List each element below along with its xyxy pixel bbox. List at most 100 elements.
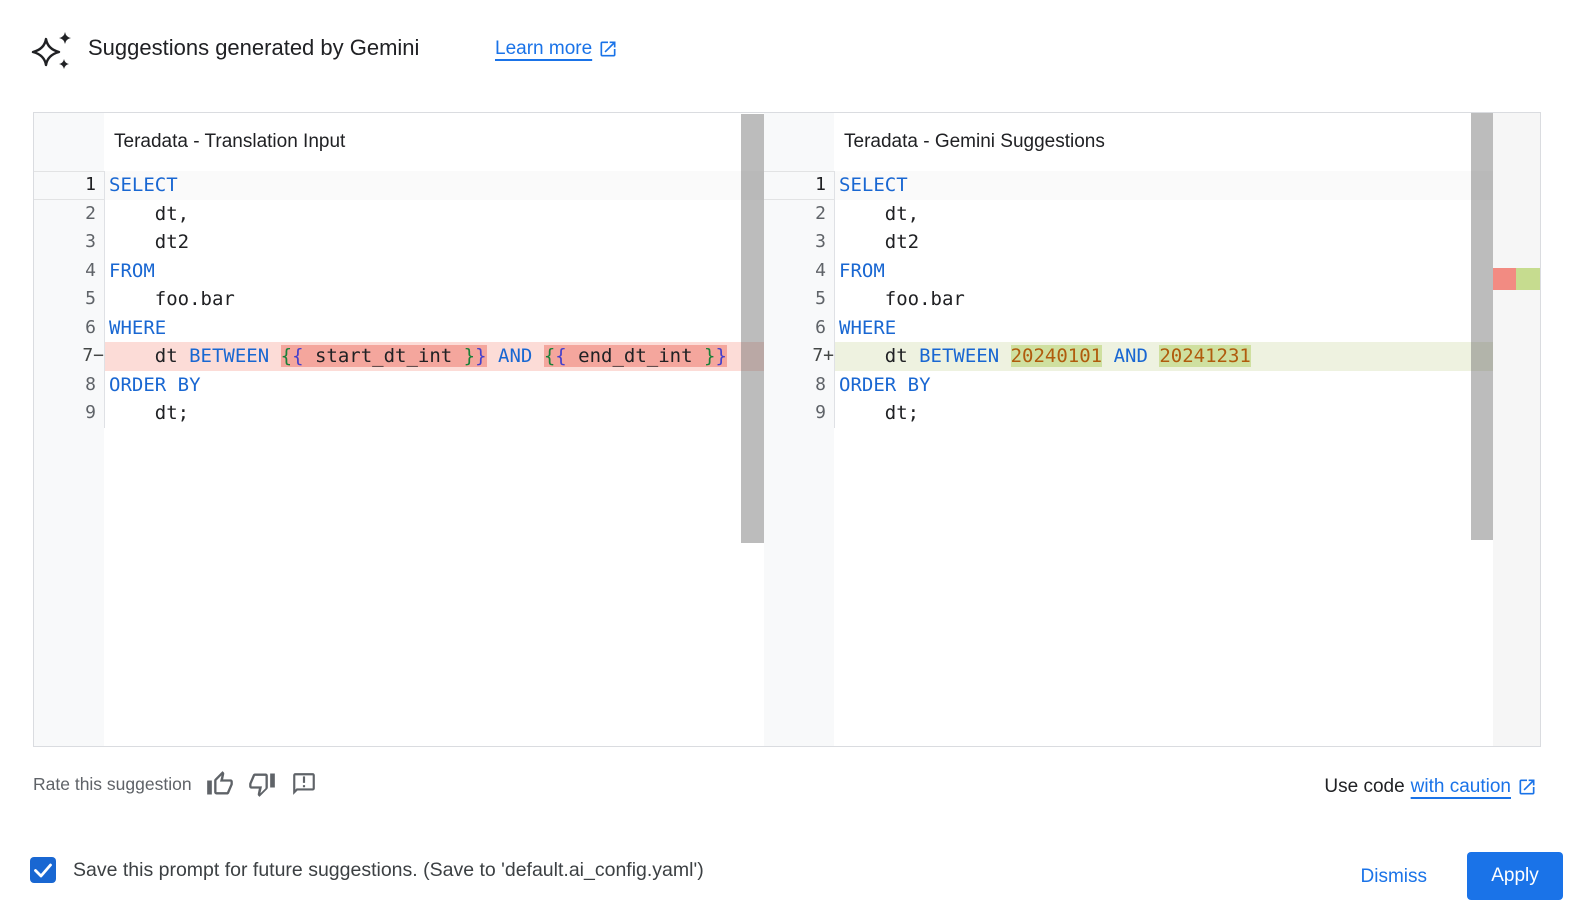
code-line: 2 dt, [764,199,1493,228]
feedback-icon-button[interactable] [290,770,318,798]
code-text[interactable]: dt BETWEEN {{ start_dt_int }} AND {{ end… [104,342,764,371]
code-text[interactable]: SELECT [834,171,1493,200]
code-text[interactable]: dt; [834,399,1493,428]
code-text[interactable]: dt BETWEEN 20240101 AND 20241231 [834,342,1493,371]
open-in-new-icon [1517,777,1537,797]
code-line: 6 WHERE [764,313,1493,342]
with-caution-link[interactable]: with caution [1410,776,1511,797]
code-line: 5 foo.bar [764,285,1493,314]
line-number: 3 [85,231,96,252]
code-text[interactable]: foo.bar [834,285,1493,314]
code-text[interactable]: FROM [104,256,764,285]
left-gutter [34,113,104,746]
right-scrollbar-thumb[interactable] [1471,113,1493,540]
line-number: 9 [815,402,826,423]
code-line: 8 ORDER BY [764,370,1493,399]
sql-text: foo.bar [839,288,965,310]
code-line-removed: 7− dt BETWEEN {{ start_dt_int }} AND {{ … [34,342,764,371]
sql-text: dt2 [109,231,190,253]
code-line: 5 foo.bar [34,285,764,314]
right-gutter [764,113,834,746]
line-number: 2 [85,202,96,224]
learn-more-link[interactable]: Learn more [495,34,618,64]
code-text[interactable]: dt; [104,399,764,428]
code-text[interactable]: WHERE [104,313,764,342]
check-icon [30,857,56,883]
brace: { [555,345,567,367]
code-line: 1 SELECT [34,171,764,200]
brace: } [704,345,716,367]
save-prompt-row: Save this prompt for future suggestions.… [30,855,704,885]
code-line: 3 dt2 [34,228,764,257]
diff-overview-ruler[interactable] [1493,113,1540,746]
sql-keyword: AND [498,345,533,367]
brace: { [543,345,556,367]
sql-text [487,345,498,367]
sql-keyword: ORDER BY [839,373,931,396]
code-text[interactable]: SELECT [104,171,764,200]
code-line: 3 dt2 [764,228,1493,257]
line-number: 7+ [812,345,834,366]
code-text[interactable]: dt, [104,199,764,228]
sql-text [999,345,1010,367]
line-number: 6 [85,316,96,338]
line-number: 1 [85,174,96,195]
line-number: 1 [815,174,826,195]
line-number: 4 [85,259,96,281]
sql-text [1102,345,1113,367]
rate-suggestion-row: Rate this suggestion [33,768,318,800]
panel-translation-input: Teradata - Translation Input 1 SELECT 2 … [34,113,764,746]
sql-keyword: WHERE [109,316,167,339]
sql-keyword: WHERE [839,316,897,339]
thumb-down-button[interactable] [248,770,276,798]
sql-keyword: FROM [839,259,885,282]
line-number: 3 [815,231,826,252]
sql-keyword: SELECT [109,174,178,196]
added-word-highlight: 20241231 [1159,345,1251,367]
line-number: 5 [85,288,96,309]
sql-keyword: BETWEEN [919,345,1000,367]
sql-keyword: BETWEEN [189,345,270,367]
sql-text: dt [839,345,920,367]
brace: } [715,345,727,367]
code-line: 4 FROM [764,256,1493,285]
left-panel-title: Teradata - Translation Input [114,131,346,152]
sql-text: foo.bar [109,288,235,310]
code-text[interactable]: dt2 [104,228,764,257]
sql-text: dt; [109,402,190,424]
use-code-caution: Use code with caution [1324,772,1537,802]
save-prompt-checkbox[interactable] [30,857,56,883]
sql-text: dt; [839,402,920,424]
code-line: 9 dt; [764,399,1493,428]
code-line-added: 7+ dt BETWEEN 20240101 AND 20241231 [764,342,1493,371]
ruler-added-marker [1516,268,1540,290]
code-text[interactable]: WHERE [834,313,1493,342]
use-code-prefix: Use code [1324,776,1405,797]
code-line: 2 dt, [34,199,764,228]
panel-gemini-suggestions: Teradata - Gemini Suggestions 1 SELECT 2… [764,113,1540,746]
dismiss-button[interactable]: Dismiss [1355,859,1434,895]
code-text[interactable]: foo.bar [104,285,764,314]
code-text[interactable]: FROM [834,256,1493,285]
line-number: 6 [815,316,826,338]
brace: { [292,345,304,367]
line-number: 8 [85,373,96,395]
line-number: 8 [815,373,826,395]
sql-number: 20241231 [1159,345,1251,367]
sql-text: end_dt_int [566,345,704,367]
code-line: 1 SELECT [764,171,1493,200]
code-text[interactable]: dt2 [834,228,1493,257]
rate-label: Rate this suggestion [33,774,192,794]
sql-text [532,345,543,367]
sql-keyword: SELECT [839,174,908,196]
code-text[interactable]: ORDER BY [834,370,1493,399]
sql-text: dt [109,345,190,367]
code-text[interactable]: ORDER BY [104,370,764,399]
apply-button[interactable]: Apply [1467,852,1563,900]
removed-word-highlight: {{ end_dt_int }} [543,345,727,367]
code-text[interactable]: dt, [834,199,1493,228]
page-title: Suggestions generated by Gemini [88,35,420,60]
sql-text: dt, [839,202,920,225]
thumb-up-button[interactable] [206,770,234,798]
left-scrollbar-thumb[interactable] [741,114,764,543]
